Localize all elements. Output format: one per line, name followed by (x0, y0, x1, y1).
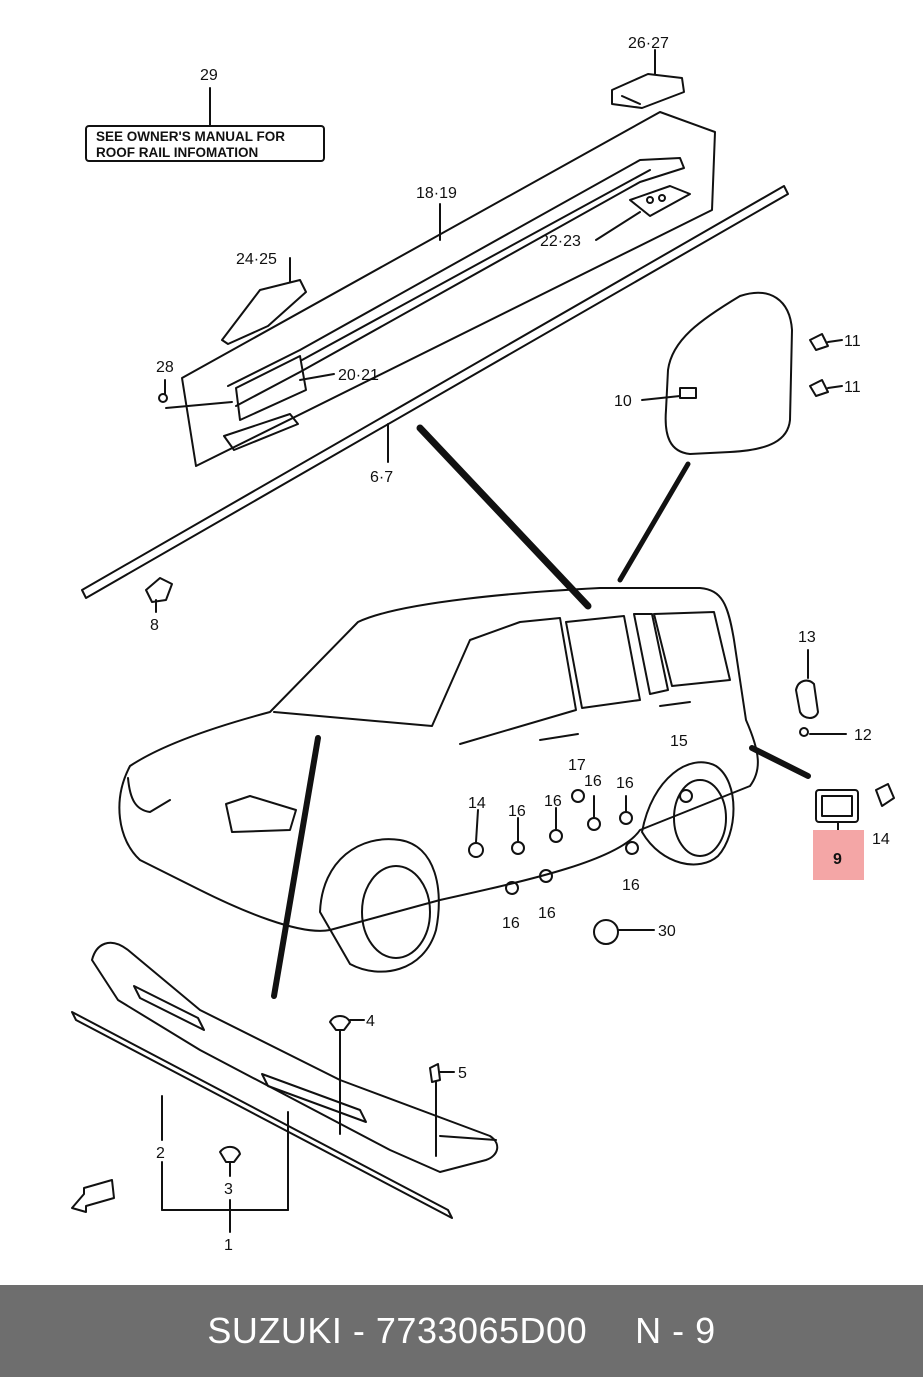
clip-8 (145, 577, 173, 603)
callout-11-a: 11 (844, 333, 861, 350)
callout-12: 12 (854, 727, 872, 744)
callout-5: 5 (458, 1065, 467, 1082)
callout-22-23: 22·23 (540, 233, 581, 250)
callout-30: 30 (658, 923, 676, 940)
callout-14-b: 14 (872, 831, 890, 848)
callout-16-d: 16 (616, 775, 634, 792)
rear-wheel (641, 761, 735, 866)
end-cap-front (611, 73, 685, 109)
callout-28: 28 (156, 359, 174, 376)
callout-4: 4 (366, 1013, 375, 1030)
callout-10: 10 (614, 393, 632, 410)
callout-13: 13 (798, 629, 816, 646)
rail-leg (235, 355, 307, 421)
callout-11-b: 11 (844, 379, 861, 396)
callout-15: 15 (670, 733, 688, 750)
note-box-frame (85, 125, 325, 162)
callout-20-21: 20·21 (338, 367, 379, 384)
note-line-2: ROOF RAIL INFOMATION (96, 145, 258, 160)
cowl-panel (91, 941, 499, 1173)
cowl-seal (71, 1011, 453, 1219)
callout-2: 2 (156, 1145, 165, 1162)
callout-8: 8 (150, 617, 159, 634)
callout-18-19: 18·19 (416, 185, 457, 202)
callout-14-a: 14 (468, 795, 486, 812)
fwd-arrow-icon (71, 1179, 115, 1213)
callout-16-g: 16 (538, 905, 556, 922)
parts-diagram: SEE OWNER'S MANUAL FOR ROOF RAIL INFOMAT… (71, 35, 895, 1254)
callout-3: 3 (224, 1181, 233, 1198)
callout-16-c: 16 (584, 773, 602, 790)
callout-16-a: 16 (508, 803, 526, 820)
callout-16-e: 16 (622, 877, 640, 894)
vehicle-body (118, 587, 759, 932)
bracket-rear (629, 185, 691, 217)
roof-molding (81, 185, 789, 599)
callout-16-b: 16 (544, 793, 562, 810)
part-9-highlight (813, 830, 864, 880)
headlamp (225, 795, 297, 833)
callout-17: 17 (568, 757, 586, 774)
callout-9: 9 (833, 851, 842, 868)
end-cap-rear (221, 279, 307, 345)
note-line-1: SEE OWNER'S MANUAL FOR (96, 129, 285, 144)
front-wheel (319, 838, 440, 973)
callout-6-7: 6·7 (370, 469, 393, 486)
diagram-reference: N - 9 (635, 1310, 716, 1351)
rail-base (223, 413, 299, 451)
part-number: SUZUKI - 7733065D00 (207, 1310, 588, 1351)
callout-24-25: 24·25 (236, 251, 277, 268)
callout-1: 1 (224, 1237, 233, 1254)
roof-rail-bar (227, 157, 685, 407)
fuel-lid (664, 291, 793, 455)
callout-16-f: 16 (502, 915, 520, 932)
callout-29: 29 (200, 67, 218, 84)
roof-rail-outline (181, 111, 716, 467)
callout-26-27: 26·27 (628, 35, 669, 52)
footer-bar: SUZUKI - 7733065D00 N - 9 (0, 1285, 923, 1377)
